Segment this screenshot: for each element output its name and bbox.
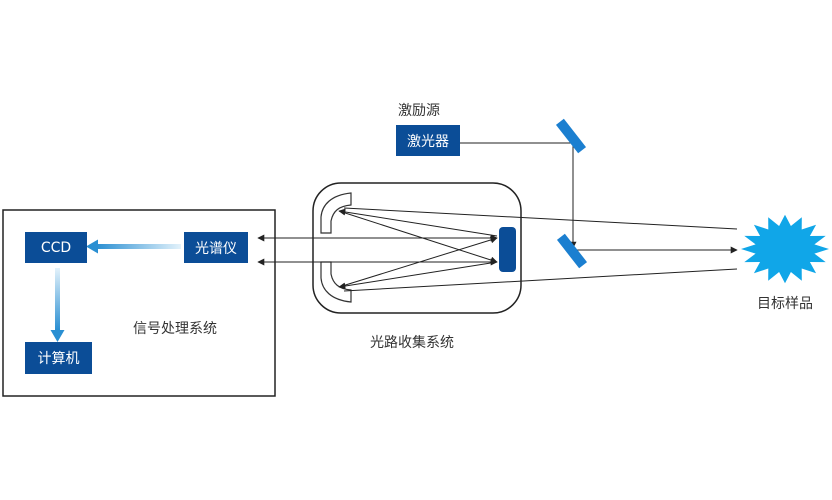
flow-ccd-to-computer — [55, 268, 60, 330]
lower-concave-mirror — [320, 261, 352, 303]
target-sample-shape — [741, 214, 829, 284]
upper-mirror — [555, 118, 587, 154]
laser-box: 激光器 — [396, 125, 460, 156]
spectrometer-box: 光谱仪 — [184, 232, 248, 263]
excitation-source-caption: 激励源 — [398, 103, 440, 119]
lower-mirror — [556, 233, 588, 269]
optics-housing — [312, 182, 522, 314]
collect-ray-lower — [343, 268, 738, 292]
upper-concave-mirror — [320, 192, 352, 234]
ccd-box: CCD — [25, 232, 87, 263]
flow-spectrometer-to-ccd — [96, 244, 181, 249]
collection-lens — [499, 227, 516, 272]
signal-system-frame — [2, 209, 276, 397]
computer-box: 计算机 — [25, 342, 92, 374]
optics-system-caption: 光路收集系统 — [370, 335, 454, 351]
flow-arrowhead-left — [86, 239, 98, 254]
flow-arrowhead-down — [50, 330, 65, 342]
target-sample-caption: 目标样品 — [757, 296, 813, 312]
signal-system-caption: 信号处理系统 — [133, 321, 217, 337]
collect-ray-upper — [343, 207, 738, 230]
